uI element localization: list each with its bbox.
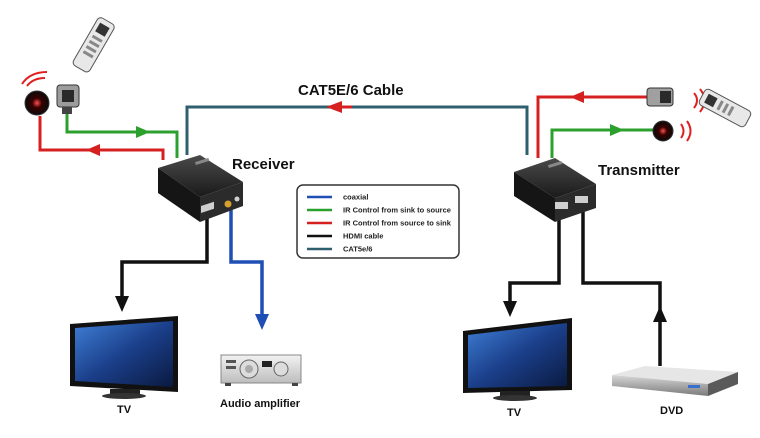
transmitter-ir-receiver-sensor-icon — [646, 87, 674, 107]
svg-text:IR Control from source to sink: IR Control from source to sink — [343, 219, 452, 228]
audio-amplifier-label: Audio amplifier — [220, 398, 301, 410]
svg-text:CAT5e/6: CAT5e/6 — [343, 245, 372, 254]
transmitter-ir-green-line — [550, 124, 658, 158]
tv-right-icon — [463, 318, 572, 401]
receiver-hdmi-line — [115, 210, 209, 312]
tv-left-icon — [70, 316, 178, 399]
legend: coaxial IR Control from sink to source I… — [296, 184, 460, 259]
cable-label: CAT5E/6 Cable — [298, 82, 404, 99]
ir-signal-waves-icon — [21, 71, 48, 87]
legend-item-ir-sink-to-source: IR Control from sink to source — [307, 206, 451, 215]
legend-item-ir-source-to-sink: IR Control from source to sink — [307, 219, 452, 228]
transmitter-hdmi-to-tv-line — [503, 215, 561, 317]
transmitter-ir-emitter-eye-icon — [652, 120, 674, 142]
svg-text:coaxial: coaxial — [343, 193, 368, 202]
dvd-label: DVD — [660, 405, 683, 417]
receiver-coaxial-line — [229, 205, 269, 330]
receiver-device — [158, 155, 243, 222]
tv-left-label: TV — [117, 404, 132, 416]
receiver-label: Receiver — [232, 156, 295, 173]
legend-item-hdmi: HDMI cable — [307, 232, 383, 241]
transmitter-device — [514, 158, 596, 222]
legend-item-cat: CAT5e/6 — [307, 245, 372, 254]
dvd-player-icon — [612, 366, 738, 396]
cat-cable — [185, 105, 529, 155]
svg-text:HDMI cable: HDMI cable — [343, 232, 383, 241]
transmitter-ir-emitter-waves-icon — [680, 120, 692, 142]
remote-control-icon — [72, 17, 115, 73]
receiver-ir-red-line — [38, 116, 165, 160]
transmitter-ir-red-line — [536, 91, 648, 158]
legend-item-coaxial: coaxial — [307, 193, 368, 202]
ir-emitter-eye-icon — [24, 90, 50, 116]
cat-cable-red-arrow — [326, 101, 352, 113]
ir-receiver-sensor-icon — [56, 84, 80, 114]
tv-right-label: TV — [507, 407, 522, 419]
transmitter-remote-control-icon — [698, 88, 752, 128]
transmitter-hdmi-from-dvd-line — [581, 212, 667, 366]
receiver-ir-green-line — [65, 114, 179, 158]
transmitter-label: Transmitter — [598, 162, 680, 179]
audio-amplifier-icon — [220, 354, 302, 386]
svg-text:IR Control from sink to source: IR Control from sink to source — [343, 206, 451, 215]
